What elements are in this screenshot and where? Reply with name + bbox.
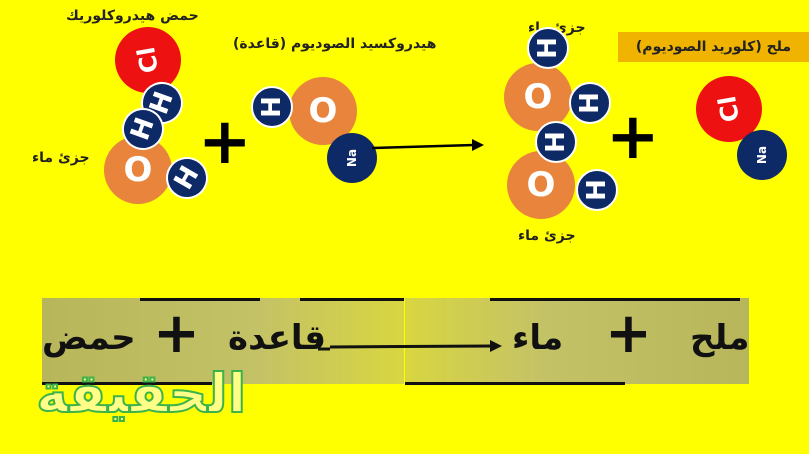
acid-word: حمض [42, 318, 136, 358]
naoh-label: هيدروكسيد الصوديوم (قاعدة) [233, 36, 437, 52]
band-line [300, 298, 404, 301]
band-line [405, 382, 625, 385]
band-line [140, 298, 260, 301]
salt-word: ملح [690, 318, 750, 358]
water-label-left: جزئ ماء [32, 150, 90, 166]
plus-sign: + [605, 301, 652, 366]
plus-sign: + [153, 301, 200, 366]
base-word: قاعدة [228, 318, 326, 358]
band-line [490, 298, 740, 301]
water-word: ماء [512, 318, 564, 358]
oxygen-atom: O [507, 151, 575, 219]
equation-band-left [42, 298, 404, 384]
water-label-bottom: جزئ ماء [518, 228, 576, 244]
oxygen-atom: O [504, 63, 572, 131]
plus-sign: + [198, 105, 252, 179]
band-line [42, 382, 212, 385]
hcl-label: حمض هيدروكلوريك [66, 8, 199, 24]
equation-band-right [405, 298, 749, 384]
salt-label: ملح (كلوريد الصوديوم) [618, 32, 809, 62]
plus-sign: + [606, 100, 660, 174]
watermark-logo: الحقيقة [35, 361, 247, 426]
oxygen-atom: O [104, 136, 172, 204]
